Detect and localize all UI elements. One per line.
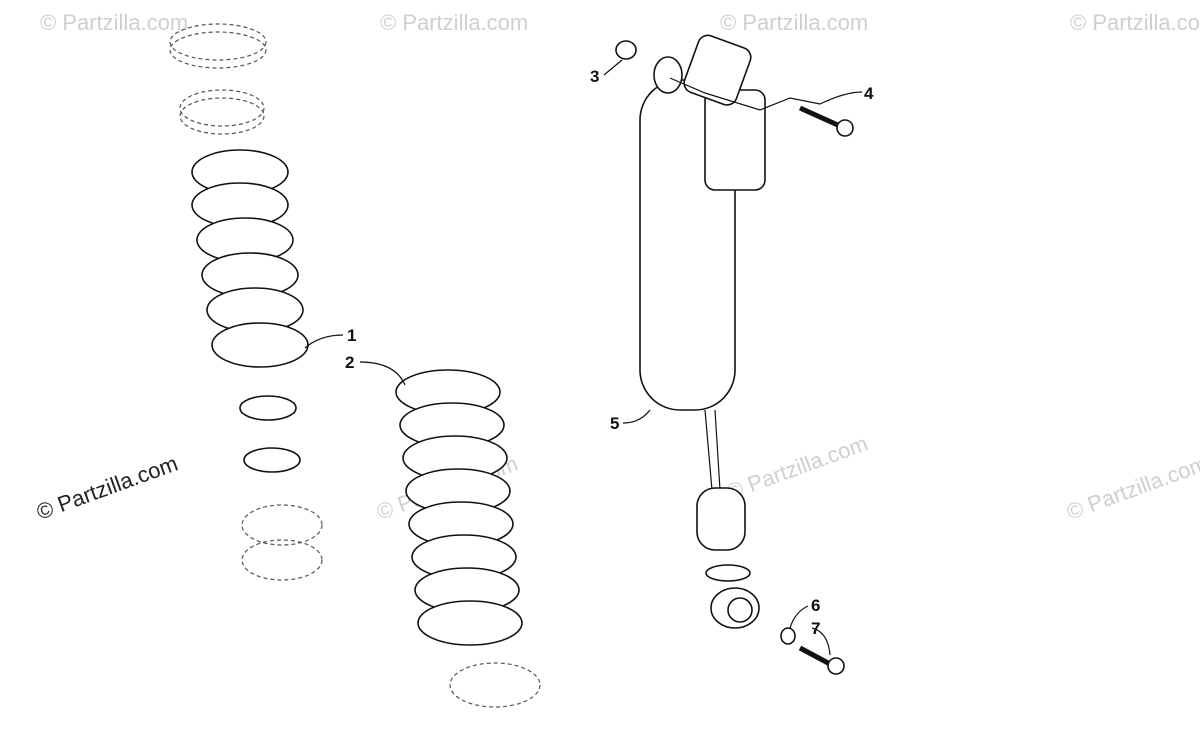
spring-assembly-left: [169, 23, 267, 135]
callout-5[interactable]: 5: [610, 414, 619, 433]
bolt-7: [798, 645, 845, 675]
watermark-faint: © Partzilla.com: [40, 10, 188, 35]
callout-1[interactable]: 1: [347, 326, 356, 345]
nut-3: [615, 40, 637, 60]
spring-1: [191, 149, 309, 368]
watermark-faint: © Partzilla.com: [380, 10, 528, 35]
bolt-4: [798, 105, 854, 137]
shock-absorber: [639, 34, 766, 629]
callouts: 1 2 3 4 5 6 7: [345, 67, 874, 638]
spring-2: [395, 369, 541, 708]
callout-2[interactable]: 2: [345, 353, 354, 372]
washer-6: [780, 627, 796, 645]
leader-lines: [304, 59, 863, 656]
callout-4[interactable]: 4: [864, 84, 874, 103]
watermark-faint: © Partzilla.com: [1063, 451, 1200, 525]
callout-3[interactable]: 3: [590, 67, 599, 86]
watermark-faint: © Partzilla.com: [1070, 10, 1200, 35]
spring-lower-parts-left: [239, 395, 323, 581]
watermark-faint: © Partzilla.com: [720, 10, 868, 35]
watermark-faint: © Partzilla.com: [723, 431, 871, 505]
callout-7[interactable]: 7: [811, 619, 820, 638]
callout-6[interactable]: 6: [811, 596, 820, 615]
watermark-main: © Partzilla.com: [33, 451, 181, 525]
